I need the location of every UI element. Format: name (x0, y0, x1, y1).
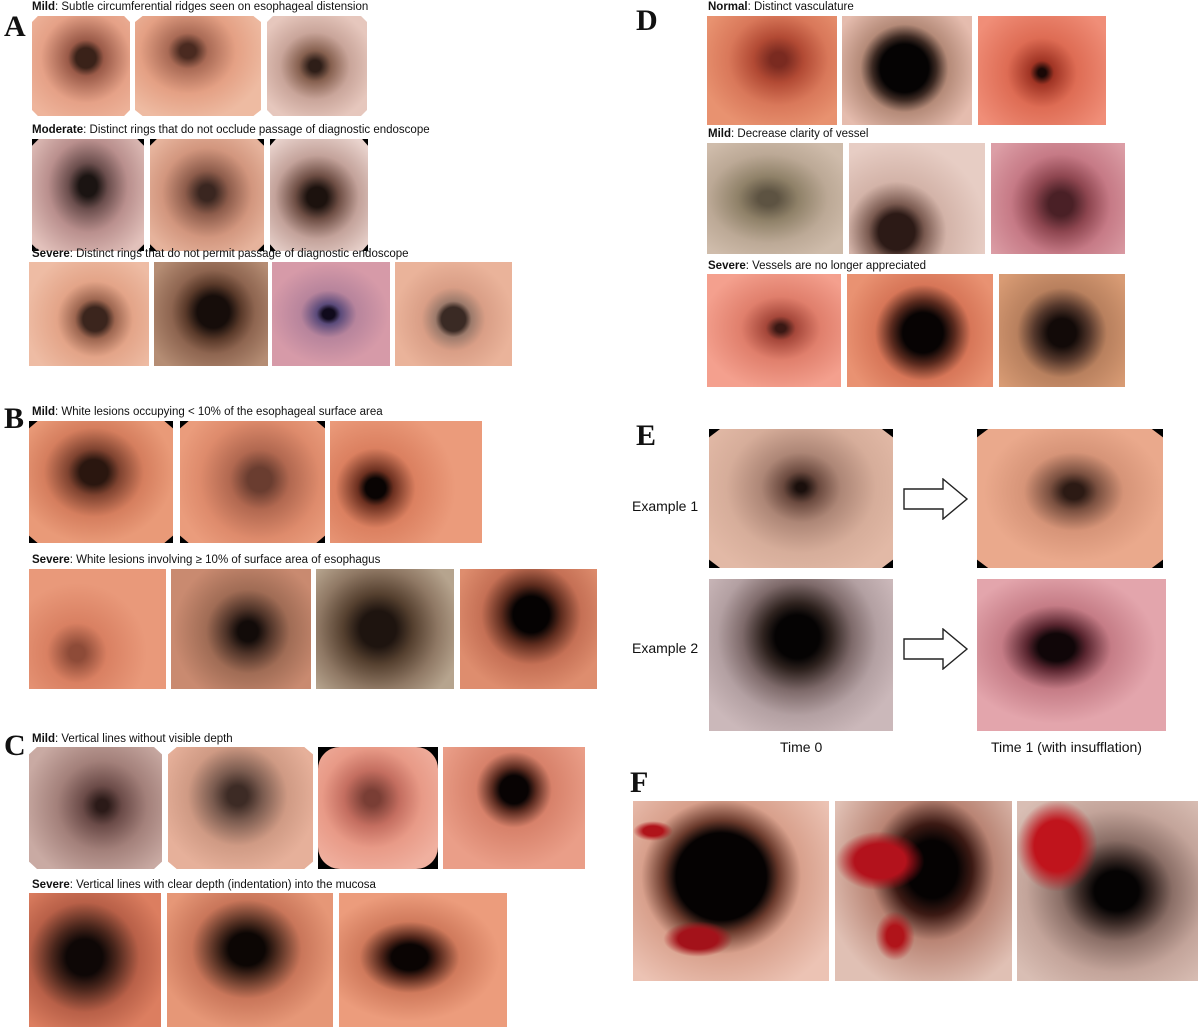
caption-text: : Decrease clarity of vessel (731, 128, 869, 140)
caption-text: : Distinct rings that do not permit pass… (69, 248, 409, 260)
panel-c-severe-caption: Severe: Vertical lines with clear depth … (32, 878, 376, 892)
grade-label: Mild (32, 406, 55, 418)
arrow-right-icon (903, 478, 969, 520)
caption-text: : Vessels are no longer appreciated (745, 260, 927, 272)
panel-b-mild-caption: Mild: White lesions occupying < 10% of t… (32, 405, 383, 419)
panel-a-moderate-caption: Moderate: Distinct rings that do not occ… (32, 123, 430, 137)
panel-d-mild-caption: Mild: Decrease clarity of vessel (708, 127, 868, 141)
caption-text: : White lesions involving ≥ 10% of surfa… (69, 554, 381, 566)
endoscopy-image-c-severe-3 (339, 893, 507, 1027)
endoscopy-image-d-normal-2 (842, 16, 972, 125)
endoscopy-image-a-mild-2 (135, 16, 261, 116)
endoscopy-image-d-severe-2 (847, 274, 993, 387)
endoscopy-image-c-severe-1 (29, 893, 161, 1027)
panel-d-normal-caption: Normal: Distinct vasculature (708, 0, 854, 14)
endoscopy-image-b-severe-1 (29, 569, 166, 689)
endoscopy-image-a-moderate-1 (32, 139, 144, 251)
caption-text: : Subtle circumferential ridges seen on … (55, 1, 369, 13)
endoscopy-image-e-example1-time1 (977, 429, 1163, 568)
endoscopy-image-e-example2-time1 (977, 579, 1166, 731)
panel-letter-c: C (4, 729, 26, 762)
time-1-label: Time 1 (with insufflation) (991, 739, 1142, 755)
arrow-right-icon (903, 628, 969, 670)
endoscopy-image-b-severe-4 (460, 569, 597, 689)
example-2-label: Example 2 (632, 640, 699, 656)
panel-a-mild-caption: Mild: Subtle circumferential ridges seen… (32, 0, 368, 14)
caption-text: : Vertical lines with clear depth (inden… (69, 879, 376, 891)
endoscopy-image-e-example2-time0 (709, 579, 893, 731)
endoscopy-image-c-mild-2 (168, 747, 313, 869)
grade-label: Severe (32, 879, 70, 891)
endoscopy-image-d-severe-3 (999, 274, 1125, 387)
caption-text: : Distinct vasculature (747, 1, 854, 13)
panel-d-severe-caption: Severe: Vessels are no longer appreciate… (708, 259, 926, 273)
endoscopy-image-d-normal-3 (978, 16, 1106, 125)
caption-text: : Vertical lines without visible depth (55, 733, 233, 745)
endoscopy-image-d-severe-1 (707, 274, 841, 387)
endoscopy-image-f-3 (1017, 801, 1198, 981)
endoscopy-image-f-1 (633, 801, 829, 981)
panel-letter-b: B (4, 402, 25, 435)
endoscopy-image-a-moderate-3 (270, 139, 368, 251)
caption-text: : White lesions occupying < 10% of the e… (55, 406, 383, 418)
endoscopy-image-a-mild-1 (32, 16, 130, 116)
grade-label: Severe (32, 248, 70, 260)
endoscopy-image-a-severe-4 (395, 262, 512, 366)
panel-letter-e: E (636, 419, 657, 452)
panel-a-severe-caption: Severe: Distinct rings that do not permi… (32, 247, 409, 261)
panel-letter-d: D (636, 4, 658, 37)
endoscopy-image-b-severe-2 (171, 569, 311, 689)
endoscopy-image-d-mild-2 (849, 143, 985, 254)
endoscopy-image-d-mild-1 (707, 143, 843, 254)
endoscopy-image-d-mild-3 (991, 143, 1125, 254)
panel-c-mild-caption: Mild: Vertical lines without visible dep… (32, 732, 233, 746)
panel-letter-a: A (4, 10, 26, 43)
endoscopy-image-f-2 (835, 801, 1012, 981)
endoscopy-image-c-mild-3 (318, 747, 438, 869)
endoscopy-image-a-moderate-2 (150, 139, 264, 251)
endoscopy-image-b-mild-3 (330, 421, 482, 543)
endoscopy-image-a-severe-3 (272, 262, 390, 366)
grade-label: Severe (708, 260, 746, 272)
grade-label: Moderate (32, 124, 84, 136)
panel-b-severe-caption: Severe: White lesions involving ≥ 10% of… (32, 553, 380, 567)
endoscopy-image-d-normal-1 (707, 16, 837, 125)
endoscopy-image-b-severe-3 (316, 569, 454, 689)
endoscopy-image-a-severe-1 (29, 262, 149, 366)
example-1-label: Example 1 (632, 498, 699, 514)
grade-label: Mild (32, 1, 55, 13)
grade-label: Mild (32, 733, 55, 745)
endoscopy-image-a-mild-3 (267, 16, 367, 116)
endoscopy-image-c-mild-1 (29, 747, 162, 869)
endoscopy-image-b-mild-2 (180, 421, 325, 543)
endoscopy-image-c-mild-4 (443, 747, 585, 869)
endoscopy-image-b-mild-1 (29, 421, 173, 543)
endoscopy-image-a-severe-2 (154, 262, 268, 366)
grade-label: Severe (32, 554, 70, 566)
caption-text: : Distinct rings that do not occlude pas… (83, 124, 430, 136)
time-0-label: Time 0 (780, 739, 823, 755)
grade-label: Normal (708, 1, 748, 13)
grade-label: Mild (708, 128, 731, 140)
endoscopy-image-c-severe-2 (167, 893, 333, 1027)
endoscopy-image-e-example1-time0 (709, 429, 893, 568)
panel-letter-f: F (630, 766, 649, 799)
